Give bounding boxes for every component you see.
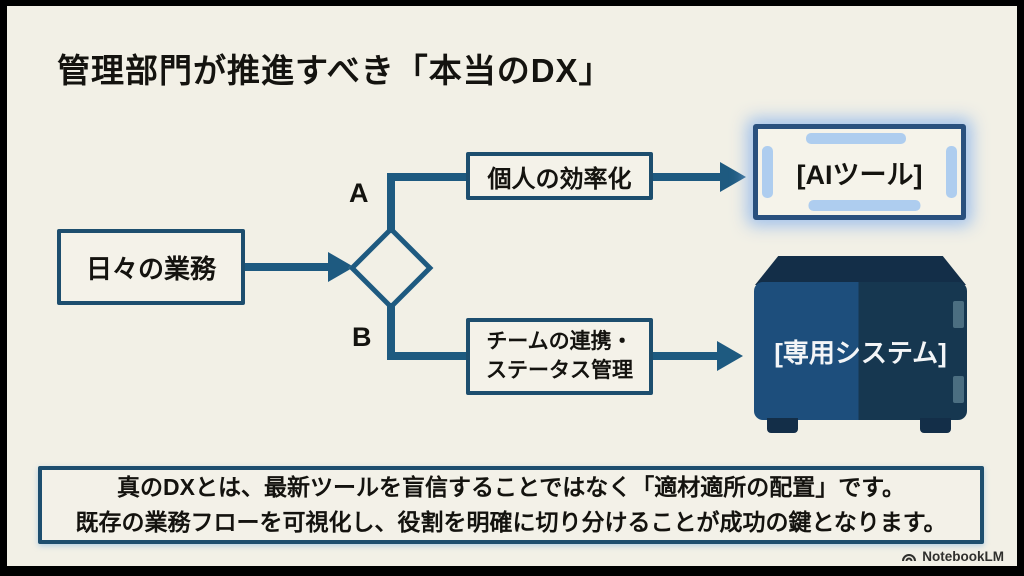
outcome-ai-tool-card: [AIツール] <box>753 124 966 220</box>
outcome-ai-tool-label: [AIツール] <box>796 159 923 190</box>
watermark: NotebookLM <box>901 549 1004 564</box>
ai-card-accent-bottom <box>807 200 920 211</box>
safe-hinge <box>953 376 964 403</box>
safe-body <box>754 282 967 420</box>
ai-card-accent-top <box>805 133 906 144</box>
flow-node-daily-work-label: 日々の業務 <box>85 253 216 284</box>
ai-card-accent-right <box>946 146 957 198</box>
ai-card-accent-left <box>762 146 773 198</box>
flow-node-daily-work: 日々の業務 <box>57 229 245 305</box>
connector-branch-b-horizontal <box>387 352 469 360</box>
team-status-line2: ステータス管理 <box>486 358 633 382</box>
branch-a-letter: A <box>349 178 369 208</box>
safe-foot <box>767 418 798 433</box>
connector-b-to-system <box>653 352 720 360</box>
arrowhead-icon <box>720 162 746 192</box>
safe-hinge <box>953 301 964 328</box>
summary-box: 真のDXとは、最新ツールを盲信することではなく「適材適所の配置」です。 既存の業… <box>38 466 984 544</box>
safe-top-face <box>755 256 966 285</box>
summary-line1: 真のDXとは、最新ツールを盲信することではなく「適材適所の配置」です。 <box>117 474 905 500</box>
connector-branch-a-vertical <box>387 177 395 233</box>
flow-node-personal-efficiency: 個人の効率化 <box>466 152 653 200</box>
flow-node-personal-efficiency-label: 個人の効率化 <box>487 165 632 193</box>
summary-line2: 既存の業務フローを可視化し、役割を明確に切り分けることが成功の鍵となります。 <box>75 509 947 535</box>
branch-b-letter: B <box>352 322 372 352</box>
outcome-dedicated-system-label: [専用システム] <box>774 337 947 368</box>
watermark-label: NotebookLM <box>922 549 1004 564</box>
arrowhead-icon <box>717 341 743 371</box>
safe-foot <box>920 418 951 433</box>
safe-icon: [専用システム] <box>754 256 967 433</box>
connector-branch-a-horizontal <box>387 173 469 181</box>
page-title: 管理部門が推進すべき「本当のDX」 <box>57 52 613 89</box>
notebooklm-logo-icon <box>901 550 917 563</box>
connector-branch-b-vertical <box>387 303 395 360</box>
team-status-line1: チームの連携・ <box>486 330 633 354</box>
flow-node-team-status-label: チームの連携・ ステータス管理 <box>486 328 633 385</box>
flow-node-team-status: チームの連携・ ステータス管理 <box>466 318 653 395</box>
connector-start-to-decision <box>245 263 333 271</box>
connector-a-to-ai <box>653 173 723 181</box>
